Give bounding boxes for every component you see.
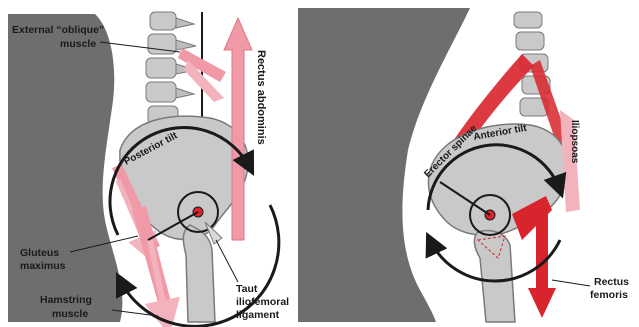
label-gluteus-line2: maximus [20, 260, 66, 272]
label-external-oblique-line2: muscle [60, 38, 96, 50]
left-panel [8, 8, 295, 326]
label-hamstring-line2: muscle [52, 308, 88, 320]
label-taut-line1: Taut [236, 283, 258, 295]
label-gluteus-line1: Gluteus [20, 247, 59, 259]
label-rectus-abdominis: Rectus abdominis [255, 50, 267, 145]
label-taut-line2: iliofemoral [236, 296, 289, 308]
label-rectus-femoris-line1: Rectus [594, 276, 629, 288]
label-rectus-femoris-line2: femoris [590, 289, 628, 301]
label-hamstring-line1: Hamstring [40, 294, 92, 306]
right-panel [298, 8, 631, 322]
label-external-oblique-line1: External “oblique” [12, 24, 104, 36]
label-iliopsoas: Iliopsoas [569, 120, 580, 164]
label-taut-line3: ligament [236, 309, 280, 321]
